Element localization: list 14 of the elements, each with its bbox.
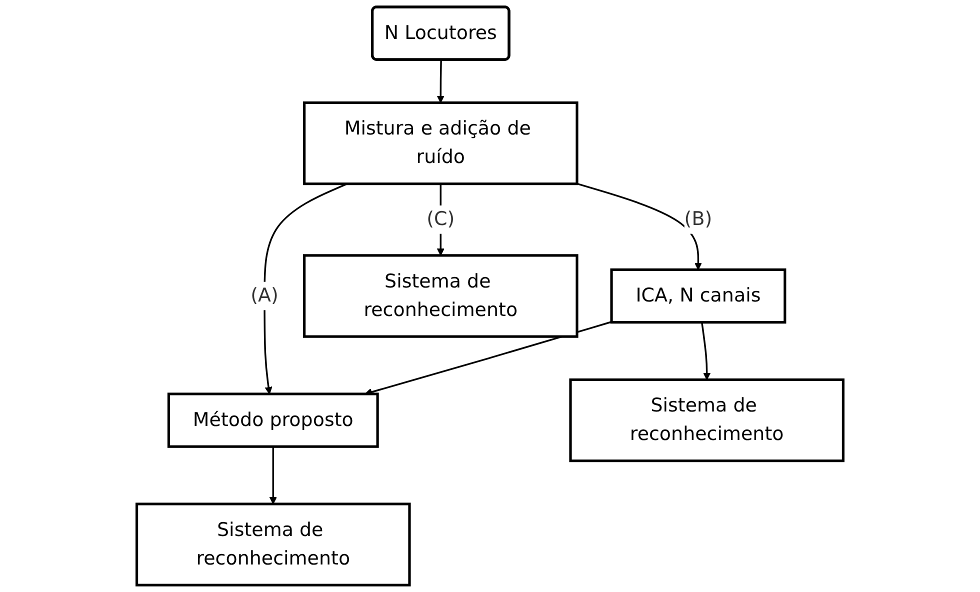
node-box: Sistema de reconhecimento — [303, 254, 578, 338]
edge-label: (C) — [426, 208, 455, 230]
arrow — [269, 446, 277, 504]
arrow — [264, 183, 348, 394]
node-box: Sistema de reconhecimento — [569, 378, 844, 462]
edge-label: (A) — [250, 285, 278, 307]
arrow — [576, 182, 702, 270]
node-box: Mistura e adição de ruído — [303, 101, 578, 186]
node-box: Método proposto — [167, 392, 379, 448]
arrow — [436, 60, 444, 104]
arrow — [701, 322, 711, 380]
node-box: ICA, N canais — [610, 268, 786, 324]
node-box: Sistema de reconhecimento — [136, 502, 411, 586]
edge-label: (B) — [684, 208, 712, 230]
